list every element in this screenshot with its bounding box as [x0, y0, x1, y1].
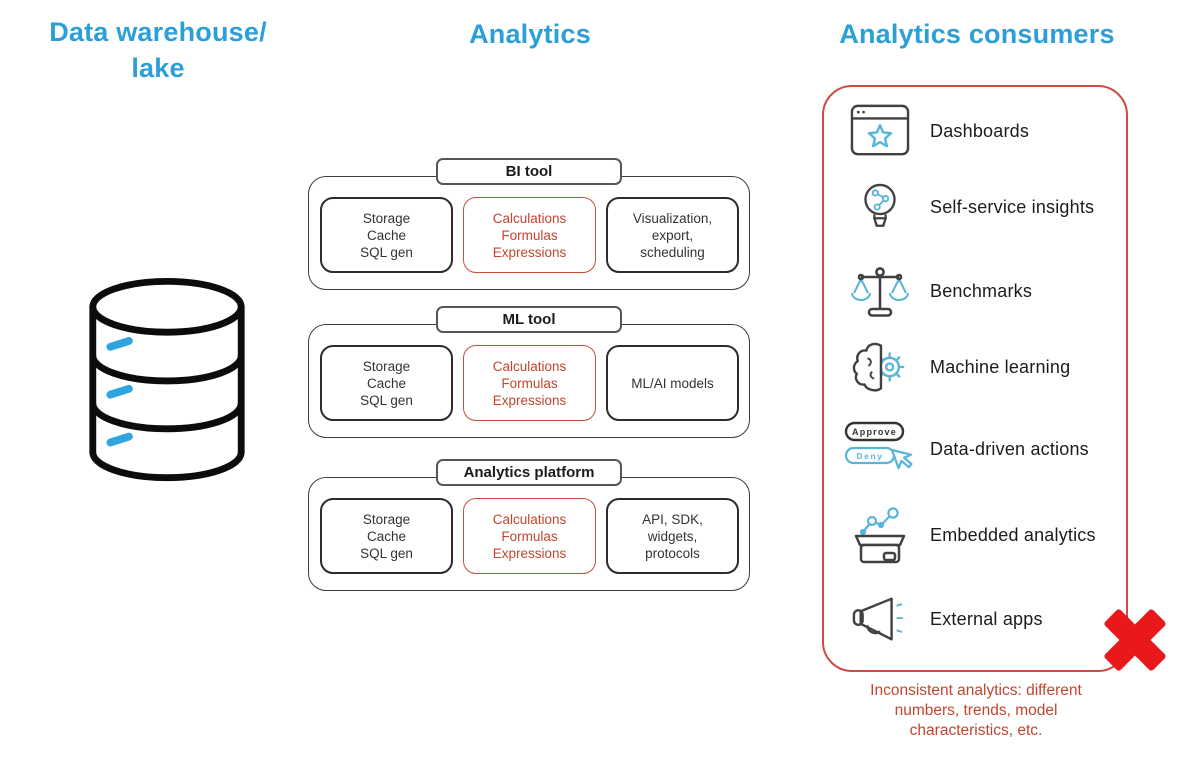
heading-analytics-consumers: Analytics consumers — [839, 19, 1115, 49]
consumer-label: Benchmarks — [930, 280, 1033, 301]
consumer-label: Machine learning — [930, 356, 1071, 377]
consumer-row-dashboards: Dashboards — [844, 99, 1124, 163]
database-cylinder-icon — [84, 274, 250, 486]
approve-button-label: Approve — [852, 427, 897, 437]
inconsistency-caption: Inconsistent analytics: different number… — [870, 682, 1082, 739]
dashboard-window-star-icon — [844, 102, 916, 160]
analytics-platform-title: Analytics platform — [436, 459, 622, 486]
megaphone-icon — [844, 591, 916, 647]
bi-tool-group: BI tool Storage Cache SQL gen Calculatio… — [308, 158, 750, 290]
consumer-row-data-driven-actions: Approve Deny Data-driven actions — [844, 417, 1124, 481]
lightbulb-network-icon — [844, 175, 916, 239]
ml-tool-title: ML tool — [436, 306, 622, 333]
platform-storage-cell: Storage Cache SQL gen — [320, 498, 453, 574]
bi-calculations-cell: Calculations Formulas Expressions — [463, 197, 596, 273]
consumer-label: Data-driven actions — [930, 438, 1089, 459]
balance-scale-icon — [844, 262, 916, 320]
heading-analytics: Analytics — [469, 19, 591, 49]
box-chart-icon — [844, 504, 916, 566]
bi-visualization-cell: Visualization, export, scheduling — [606, 197, 739, 273]
deny-button-label: Deny — [856, 451, 883, 461]
brain-gear-icon — [844, 337, 916, 397]
rejection-cross-icon — [1103, 608, 1167, 672]
consumer-row-embedded-analytics: Embedded analytics — [844, 503, 1124, 567]
approve-deny-buttons-icon: Approve Deny — [844, 420, 916, 478]
cursor-arrow-icon — [890, 448, 913, 470]
ml-storage-cell: Storage Cache SQL gen — [320, 345, 453, 421]
analytics-consumers-panel: Dashboards Self- — [822, 85, 1128, 672]
bi-storage-cell: Storage Cache SQL gen — [320, 197, 453, 273]
heading-data-warehouse-line1: Data warehouse/ — [49, 17, 267, 47]
ml-calculations-cell: Calculations Formulas Expressions — [463, 345, 596, 421]
consumer-label: Embedded analytics — [930, 524, 1096, 545]
consumer-label: Dashboards — [930, 120, 1030, 141]
platform-api-cell: API, SDK, widgets, protocols — [606, 498, 739, 574]
ml-models-cell: ML/AI models — [606, 345, 739, 421]
analytics-platform-group: Analytics platform Storage Cache SQL gen… — [308, 459, 750, 591]
platform-calculations-cell: Calculations Formulas Expressions — [463, 498, 596, 574]
consumer-label: Self-service insights — [930, 196, 1095, 217]
consumer-row-self-service: Self-service insights — [844, 175, 1124, 239]
consumer-label: External apps — [930, 608, 1043, 629]
consumer-row-external-apps: External apps — [844, 587, 1124, 651]
heading-data-warehouse: Data warehouse/ lake — [28, 14, 288, 86]
bi-tool-title: BI tool — [436, 158, 622, 185]
consumer-row-machine-learning: Machine learning — [844, 335, 1124, 399]
ml-tool-group: ML tool Storage Cache SQL gen Calculatio… — [308, 306, 750, 438]
consumer-row-benchmarks: Benchmarks — [844, 259, 1124, 323]
heading-data-warehouse-line2: lake — [131, 53, 185, 83]
